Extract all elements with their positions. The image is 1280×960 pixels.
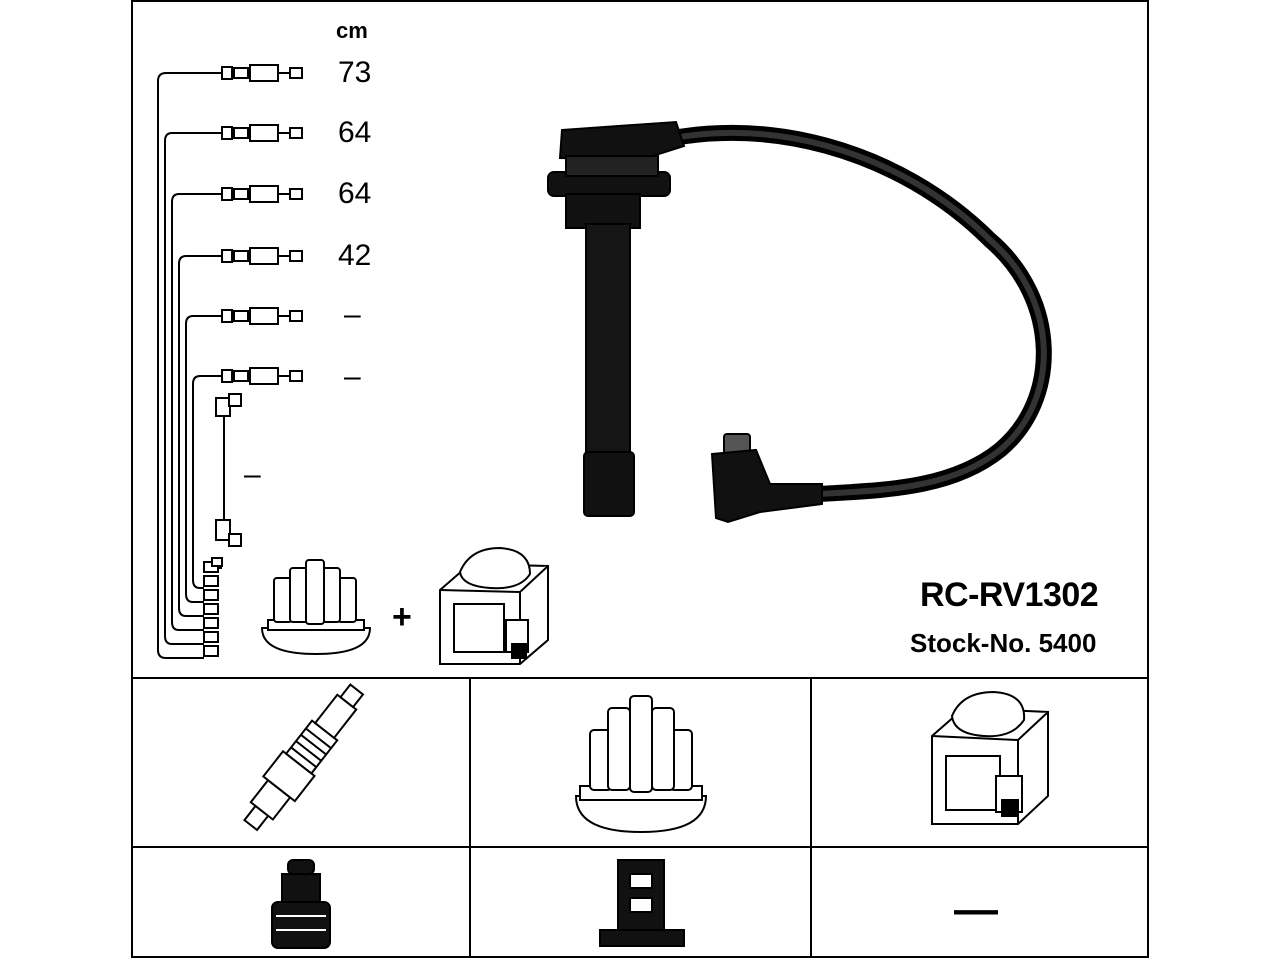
ignition-coil-small-icon bbox=[439, 546, 549, 665]
stock-number: Stock-No. 5400 bbox=[910, 628, 1097, 658]
distributor-connector-icon bbox=[599, 859, 685, 947]
diagram-frame bbox=[131, 0, 1149, 958]
spark-plug-icon bbox=[243, 683, 365, 832]
distributor-cap-small-icon bbox=[260, 559, 372, 656]
length-unit-label: cm bbox=[336, 18, 368, 43]
cable-length-4: 42 bbox=[338, 239, 372, 272]
cable-length-2: 64 bbox=[338, 116, 372, 149]
cable-length-1: 73 bbox=[338, 56, 372, 89]
coil-lead-length: – bbox=[244, 458, 261, 491]
product-code: RC-RV1302 bbox=[920, 576, 1099, 614]
divider-col1 bbox=[469, 677, 471, 958]
coil-lead-icon bbox=[215, 393, 242, 547]
distributor-cap-icon bbox=[574, 695, 708, 834]
spark-plug-connector-icon bbox=[271, 859, 331, 949]
plus-sign: + bbox=[392, 598, 412, 636]
connector-row-icons bbox=[221, 64, 303, 385]
cable-length-3: 64 bbox=[338, 177, 372, 210]
cable-length-5: – bbox=[344, 298, 361, 331]
ignition-cable-icon bbox=[547, 120, 1052, 524]
divider-top bbox=[131, 677, 1149, 679]
ignition-coil-icon bbox=[931, 690, 1049, 825]
cap-terminal-icons bbox=[203, 557, 223, 657]
accessory-empty-marker: — bbox=[954, 885, 998, 934]
divider-col2 bbox=[810, 677, 812, 958]
divider-middle bbox=[131, 846, 1149, 848]
cable-length-6: – bbox=[344, 360, 361, 393]
